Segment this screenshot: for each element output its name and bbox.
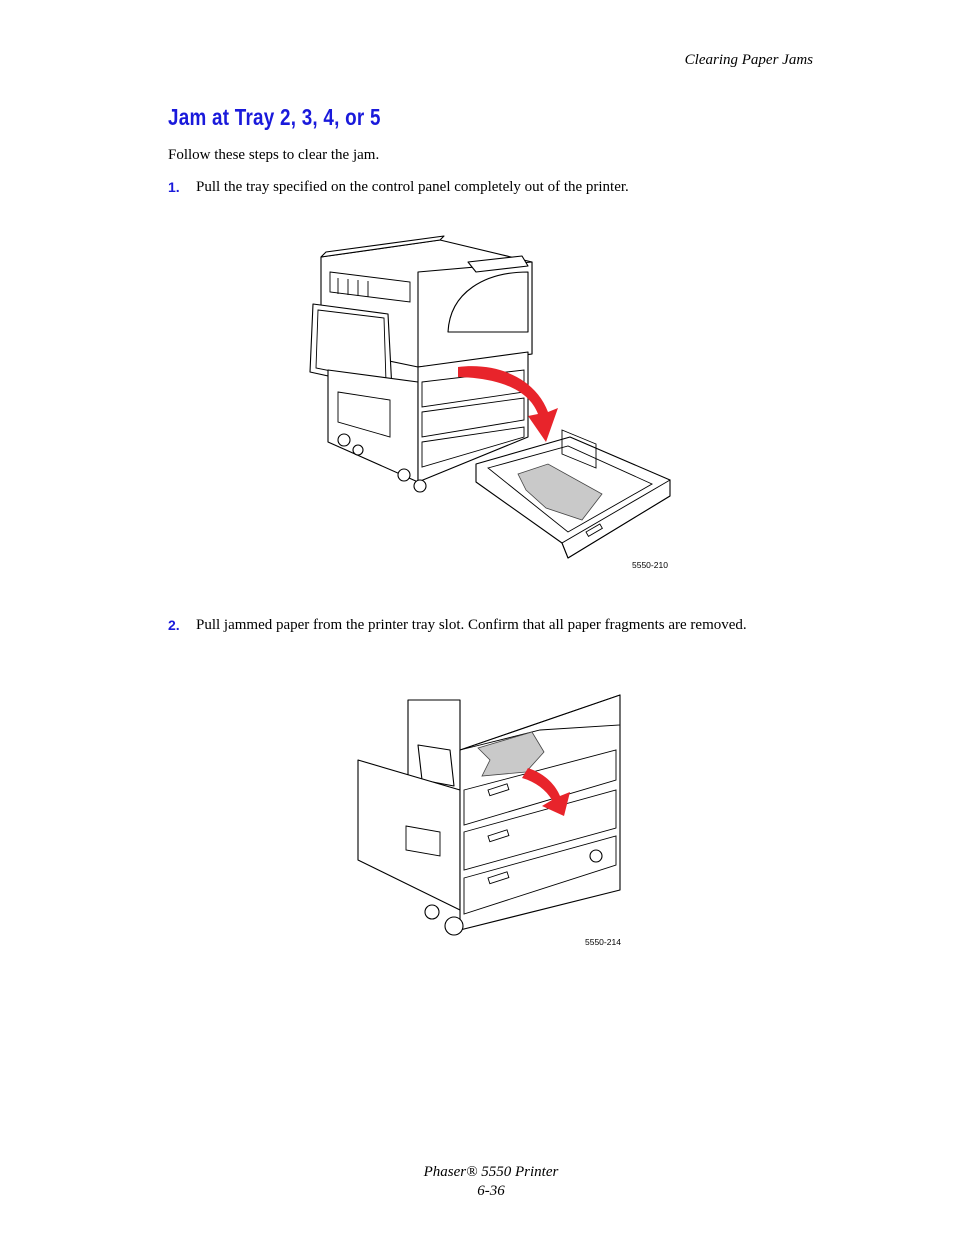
page-footer: Phaser® 5550 Printer 6-36 [0,1163,954,1201]
tray-removal-arrow [522,768,570,816]
figure-id-2: 5550-214 [585,937,621,947]
printer-tray-removal-figure [300,232,680,577]
printer-illustration [357,694,621,936]
step-number: 2. [168,617,180,633]
footer-page-number: 6-36 [477,1183,505,1199]
step-text: Pull jammed paper from the printer tray … [196,617,747,633]
printer-illustration [309,235,671,559]
figure-id-1: 5550-210 [632,560,668,570]
tray-removal-arrow [458,366,558,442]
running-head: Clearing Paper Jams [684,52,813,68]
step-number: 1. [168,179,180,195]
step-1: 1. Pull the tray specified on the contro… [168,177,768,197]
page-title: Jam at Tray 2, 3, 4, or 5 [168,104,381,130]
footer-product: Phaser® 5550 Printer [423,1164,559,1180]
step-text: Pull the tray specified on the control p… [196,179,629,195]
jammed-paper-slot-figure [350,690,630,952]
intro-text: Follow these steps to clear the jam. [168,147,380,163]
step-2: 2. Pull jammed paper from the printer tr… [168,615,768,635]
